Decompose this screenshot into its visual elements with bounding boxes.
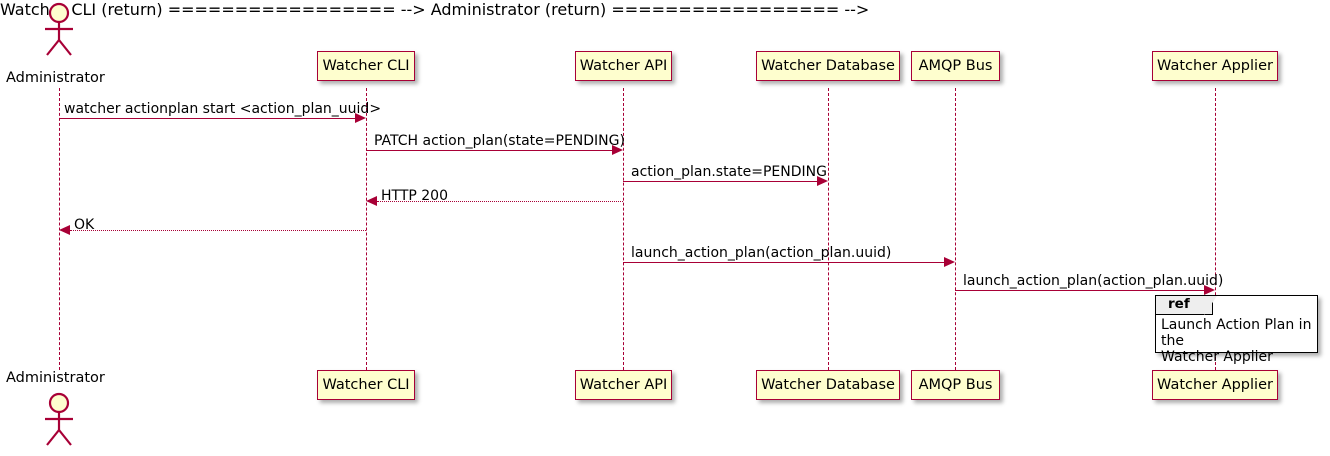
message-line-m7	[955, 290, 1204, 291]
participant-amqp-bus-bottom[interactable]: AMQP Bus	[911, 370, 1000, 400]
message-label-m3: action_plan.state=PENDING	[631, 164, 827, 180]
ref-fragment-body-line-1: Launch Action Plan in the	[1161, 317, 1312, 349]
message-arrowhead-m6	[944, 257, 955, 267]
ref-fragment[interactable]: ref Launch Action Plan in the Watcher Ap…	[1155, 295, 1318, 365]
message-arrowhead-m3	[817, 176, 828, 186]
participant-watcher-database-bottom[interactable]: Watcher Database	[756, 370, 900, 400]
message-label-m2: PATCH action_plan(state=PENDING)	[374, 133, 625, 149]
participant-watcher-applier-top[interactable]: Watcher Applier	[1152, 51, 1278, 81]
participant-watcher-database-top[interactable]: Watcher Database	[756, 51, 900, 81]
message-label-m5: OK	[74, 217, 95, 233]
lifeline-watcher-database	[828, 88, 829, 370]
participant-watcher-cli-bottom[interactable]: Watcher CLI	[317, 370, 415, 400]
lifeline-watcher-api	[623, 88, 624, 370]
message-line-m3	[623, 181, 817, 182]
participant-watcher-applier-bottom[interactable]: Watcher Applier	[1152, 370, 1278, 400]
message-label-m1: watcher actionplan start <action_plan_uu…	[64, 101, 382, 117]
ref-fragment-tab: ref	[1156, 296, 1213, 315]
actor-label-administrator-bottom: Administrator	[6, 370, 105, 386]
stick-figure-icon	[45, 2, 73, 56]
message-arrowhead-m1	[355, 113, 366, 123]
lifeline-amqp-bus	[955, 88, 956, 370]
participant-watcher-api-top[interactable]: Watcher API	[575, 51, 672, 81]
message-arrowhead-m4	[366, 196, 377, 206]
actor-administrator-bottom[interactable]	[36, 392, 82, 448]
message-line-m4	[377, 201, 623, 202]
lifeline-watcher-applier	[1215, 88, 1216, 370]
message-line-m1	[59, 118, 355, 119]
message-arrowhead-m2	[612, 145, 623, 155]
ref-fragment-body-line-2: Watcher Applier	[1161, 349, 1273, 365]
stick-figure-icon	[45, 392, 73, 446]
message-label-m4: HTTP 200	[381, 188, 448, 204]
ref-fragment-body: Launch Action Plan in the Watcher Applie…	[1161, 317, 1317, 365]
message-line-m6	[623, 262, 944, 263]
participant-amqp-bus-top[interactable]: AMQP Bus	[911, 51, 1000, 81]
lifeline-watcher-cli	[366, 88, 367, 370]
message-label-m6: launch_action_plan(action_plan.uuid)	[631, 245, 892, 261]
participant-watcher-api-bottom[interactable]: Watcher API	[575, 370, 672, 400]
ref-fragment-tab-label: ref	[1168, 296, 1190, 313]
message-label-m7: launch_action_plan(action_plan.uuid)	[963, 273, 1224, 289]
message-arrowhead-m5	[59, 225, 70, 235]
message-arrowhead-m7	[1204, 285, 1215, 295]
ref-fragment-tab-notch	[1204, 296, 1217, 315]
actor-administrator-top[interactable]	[36, 2, 82, 58]
actor-label-administrator-top: Administrator	[6, 70, 105, 86]
message-line-m5	[70, 230, 366, 231]
message-line-m2	[366, 150, 612, 151]
participant-watcher-cli-top[interactable]: Watcher CLI	[317, 51, 415, 81]
